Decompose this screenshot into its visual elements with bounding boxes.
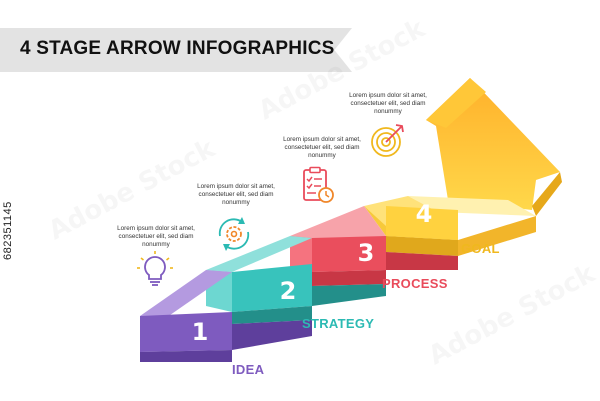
lightbulb-icon [137, 251, 173, 286]
step-number-1: 1 [192, 318, 209, 346]
step-4 [364, 196, 536, 256]
page-title: 4 STAGE ARROW INFOGRAPHICS [20, 38, 335, 59]
goal-arrow [426, 78, 562, 216]
step-3-description: Lorem ipsum dolor sit amet,consectetuer … [283, 136, 361, 159]
step-label-strategy: STRATEGY [302, 316, 375, 331]
step-1-description: Lorem ipsum dolor sit amet,consectetuer … [117, 225, 195, 248]
checklist-clock-icon [303, 166, 334, 203]
step-4-description: Lorem ipsum dolor sit amet,consectetuer … [349, 92, 427, 115]
gear-cycle-icon [218, 217, 250, 251]
step-label-goal: GOAL [461, 241, 500, 256]
title-banner [0, 28, 352, 72]
step-2 [206, 236, 386, 324]
step-number-2: 2 [280, 277, 297, 305]
step-number-4: 4 [416, 200, 433, 228]
target-arrow-icon [371, 124, 404, 157]
step-label-process: PROCESS [382, 276, 448, 291]
step-1 [140, 270, 312, 362]
step-number-3: 3 [358, 239, 375, 267]
step-3 [290, 206, 458, 286]
step-label-idea: IDEA [232, 362, 265, 377]
step-2-description: Lorem ipsum dolor sit amet,consectetuer … [197, 183, 275, 206]
